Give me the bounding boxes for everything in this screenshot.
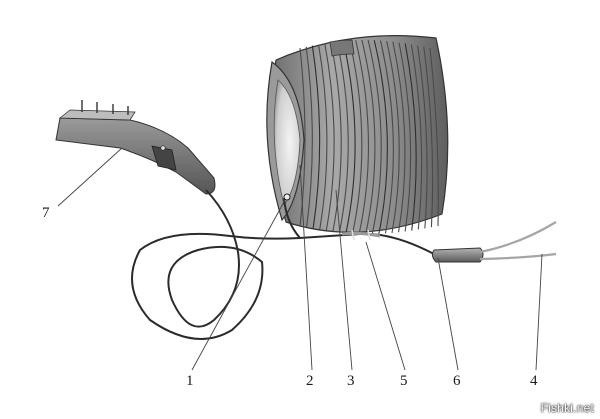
drum-groove-line xyxy=(342,40,356,234)
callout-2: 2 xyxy=(306,373,314,389)
callout-6: 6 xyxy=(453,373,461,389)
leader-line xyxy=(299,164,313,371)
leader-line xyxy=(437,257,459,371)
drum-groove-line xyxy=(355,40,370,234)
probe-head xyxy=(55,100,216,195)
leader-line xyxy=(365,241,406,371)
callout-3: 3 xyxy=(347,373,355,389)
drum-groove-line xyxy=(404,43,417,231)
callout-4: 4 xyxy=(530,373,538,389)
drum-groove-line xyxy=(361,39,376,235)
drum-groove-line xyxy=(318,44,328,230)
callout-5: 5 xyxy=(400,373,408,389)
callout-1: 1 xyxy=(186,373,194,389)
probe-pins xyxy=(81,100,129,115)
sensor-band xyxy=(341,229,381,241)
drum-groove-line xyxy=(330,42,342,232)
drum-groove-line xyxy=(348,40,363,234)
drum-groove-line xyxy=(392,41,406,233)
drum-groove-line xyxy=(417,45,428,229)
grooved-drum xyxy=(270,35,449,235)
drum-groove-line xyxy=(423,46,434,228)
lead-wires xyxy=(479,221,557,261)
watermark-text: Fishki.net xyxy=(540,401,594,415)
leader-line xyxy=(191,199,286,371)
drum-open-face xyxy=(266,60,305,222)
leader-line xyxy=(335,189,353,371)
drum-groove-line xyxy=(367,39,382,235)
drum-groove-line xyxy=(324,43,335,231)
drum-grooves xyxy=(299,39,439,235)
leader-line xyxy=(57,147,123,207)
drum-groove-line xyxy=(336,41,349,233)
drum-groove-line xyxy=(373,40,388,234)
leader-lines xyxy=(57,147,543,371)
connector-plug xyxy=(431,247,484,263)
drum-groove-line xyxy=(305,46,313,228)
drum-groove-line xyxy=(410,44,423,230)
drum-groove-line xyxy=(311,45,321,229)
callout-7: 7 xyxy=(42,205,50,221)
drum-groove-line xyxy=(379,40,394,234)
drum-groove-line xyxy=(386,40,400,234)
drum-groove-line xyxy=(398,42,412,232)
leader-line xyxy=(535,253,543,371)
drum-groove-line xyxy=(429,47,439,227)
